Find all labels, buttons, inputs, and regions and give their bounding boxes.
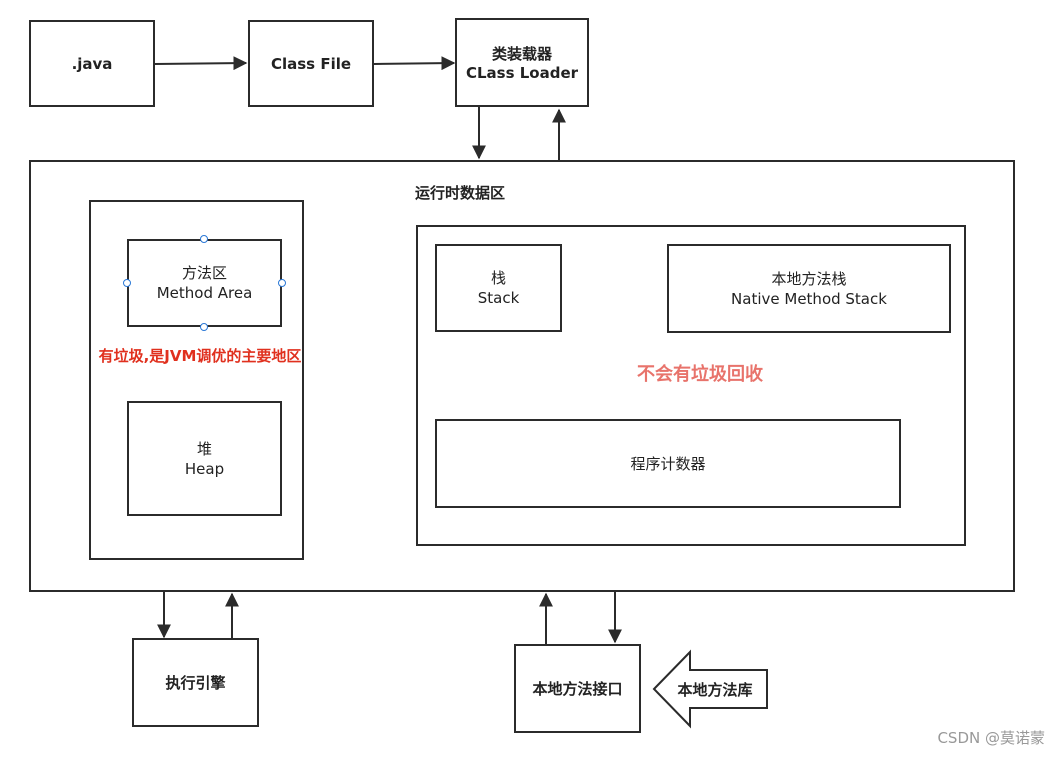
arrow-java-to-classfile [154, 56, 248, 71]
pc-register-label: 程序计数器 [630, 454, 706, 473]
java-source-box: .java [29, 20, 155, 107]
java-label: .java [71, 54, 113, 73]
method-area-cn-label: 方法区 [181, 264, 227, 282]
class-loader-cn-label: 类装载器 [491, 45, 552, 63]
method-area-en-label: Method Area [156, 284, 253, 302]
native-stack-en-label: Native Method Stack [731, 289, 887, 308]
selection-handle-top[interactable] [200, 235, 208, 243]
native-interface-label: 本地方法接口 [532, 680, 623, 698]
heap-cn-label: 堆 [196, 439, 212, 458]
selection-handle-left[interactable] [123, 279, 131, 287]
native-interface-box: 本地方法接口 [514, 644, 641, 733]
gc-note-label: 有垃圾,是JVM调优的主要地区 [98, 347, 302, 365]
heap-en-label: Heap [184, 459, 225, 478]
native-library-label: 本地方法库 [677, 681, 753, 699]
heap-box: 堆 Heap [127, 401, 282, 516]
no-gc-note-label: 不会有垃圾回收 [637, 364, 763, 385]
execution-engine-label: 执行引擎 [165, 674, 226, 692]
stack-box: 栈 Stack [435, 244, 562, 332]
class-loader-en-label: CLass Loader [465, 64, 579, 82]
stack-cn-label: 栈 [490, 269, 506, 287]
native-library-arrow-shape [652, 649, 768, 729]
watermark: CSDN @莫诺蒙 [937, 729, 1045, 747]
class-file-box: Class File [248, 20, 374, 107]
arrow-classfile-to-loader [373, 56, 456, 71]
native-method-stack-box: 本地方法栈 Native Method Stack [667, 244, 951, 333]
method-area-box: 方法区 Method Area [127, 239, 282, 327]
class-loader-box: 类装载器 CLass Loader [455, 18, 589, 107]
class-file-label: Class File [270, 54, 352, 73]
runtime-area-title: 运行时数据区 [414, 184, 505, 202]
native-stack-cn-label: 本地方法栈 [771, 269, 847, 288]
selection-handle-bottom[interactable] [200, 323, 208, 331]
stack-en-label: Stack [477, 289, 520, 307]
pc-register-box: 程序计数器 [435, 419, 901, 508]
selection-handle-right[interactable] [278, 279, 286, 287]
execution-engine-box: 执行引擎 [132, 638, 259, 727]
